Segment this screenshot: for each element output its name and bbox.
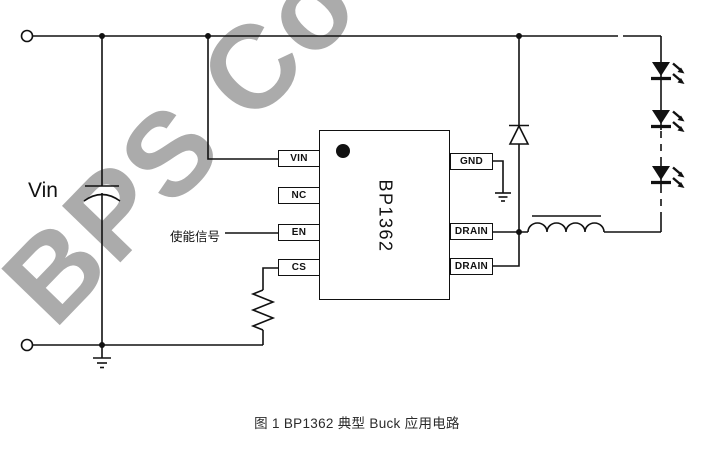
pin-drain-1: DRAIN xyxy=(450,223,493,240)
freewheel-diode-icon xyxy=(508,36,530,232)
junction-dots xyxy=(99,33,522,348)
ground-icon xyxy=(93,345,111,369)
vin-branch-wire xyxy=(207,36,278,160)
pin1-marker-icon xyxy=(336,144,350,158)
input-terminal-negative xyxy=(20,338,34,352)
led-icon xyxy=(649,164,687,190)
input-terminal-positive xyxy=(20,29,34,43)
pin-cs: CS xyxy=(278,259,320,276)
pin-en: EN xyxy=(278,224,320,241)
inductor-icon xyxy=(527,215,661,233)
led-icon xyxy=(651,62,685,84)
ic-name: BP1362 xyxy=(375,179,396,253)
vin-label: Vin xyxy=(28,179,58,202)
input-capacitor-icon xyxy=(83,36,121,345)
cs-resistor-icon xyxy=(250,267,278,345)
gnd-ground-icon xyxy=(493,160,511,202)
pin-gnd: GND xyxy=(450,153,493,170)
pin-vin: VIN xyxy=(278,150,320,167)
pin-drain-2: DRAIN xyxy=(450,258,493,275)
enable-signal-label: 使能信号 xyxy=(169,230,220,244)
drain2-wire xyxy=(493,232,520,267)
pin-nc: NC xyxy=(278,187,320,204)
ic-body xyxy=(319,130,450,300)
figure-caption: 图 1 BP1362 典型 Buck 应用电路 xyxy=(254,416,460,431)
led-icon xyxy=(649,108,687,134)
